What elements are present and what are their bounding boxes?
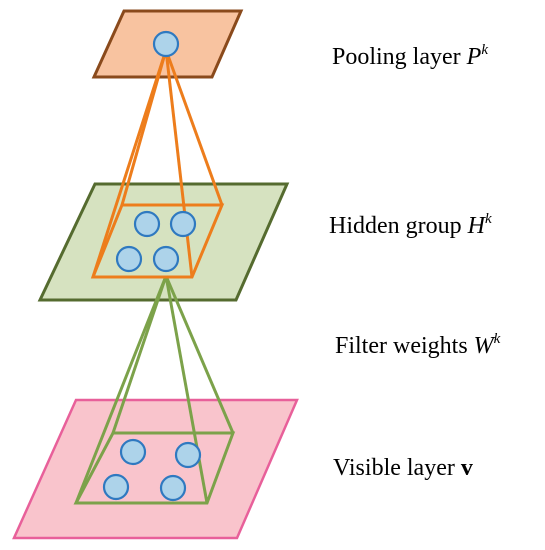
visible-unit <box>159 474 187 502</box>
pool-edge-2 <box>164 49 224 206</box>
visible-label-bold: v <box>460 455 473 481</box>
hidden-unit <box>133 210 161 238</box>
hidden-unit <box>152 245 180 273</box>
visible-unit <box>119 438 147 466</box>
filter-edge-3 <box>164 275 209 504</box>
pool-edge-4 <box>91 49 168 278</box>
hidden-group-plane <box>37 182 290 302</box>
visible-unit <box>102 473 130 501</box>
pooling-unit <box>152 30 180 58</box>
hidden-group-label: Hidden group Hk <box>329 211 492 240</box>
visible-layer-label: Visible layer v <box>333 455 473 482</box>
visible-unit <box>174 441 202 469</box>
visible-label-text: Visible layer <box>333 455 461 481</box>
filter-edge-2 <box>164 275 235 434</box>
filter-label-text: Filter weights <box>335 333 474 359</box>
hidden-label-sup: k <box>485 211 492 227</box>
pooling-label-text: Pooling layer <box>332 44 467 70</box>
pooling-label-var: P <box>466 44 482 70</box>
filter-label-var: W <box>473 333 494 359</box>
pooling-layer-label: Pooling layer Pk <box>332 42 488 71</box>
visible-layer-plane <box>12 398 299 540</box>
pool-edge-3 <box>164 49 194 278</box>
hidden-label-text: Hidden group <box>329 213 468 239</box>
pooling-label-sup: k <box>481 42 488 58</box>
hidden-unit <box>169 210 197 238</box>
hidden-label-var: H <box>467 213 485 239</box>
hidden-unit <box>115 245 143 273</box>
filter-edge-4 <box>74 275 168 504</box>
filter-label-sup: k <box>493 331 501 347</box>
filter-weights-label: Filter weights Wk <box>335 331 501 360</box>
